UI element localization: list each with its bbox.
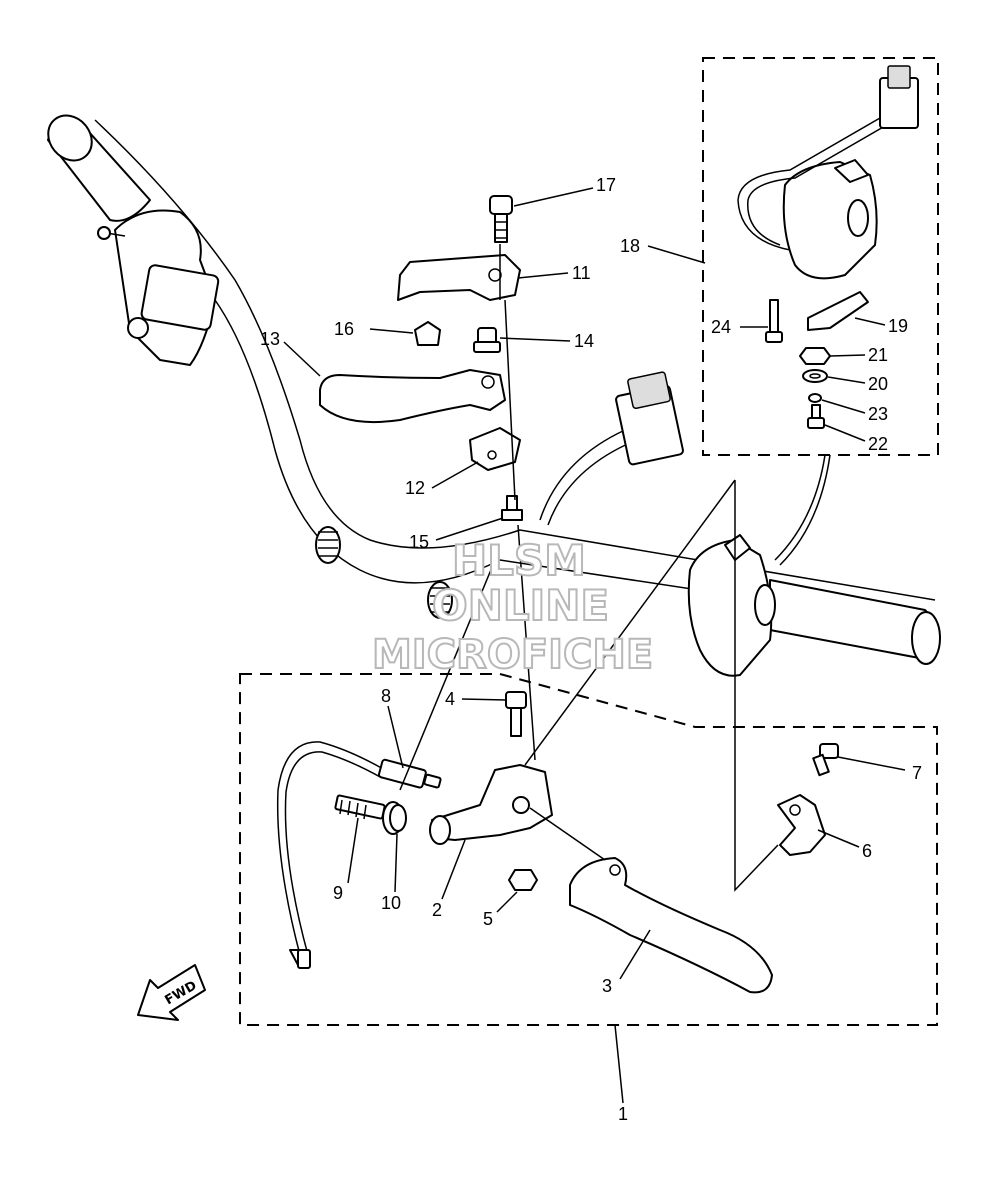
inset-box-1 [239,673,938,1026]
plate-12 [469,427,521,471]
wire-connector-center [539,371,684,526]
clamp-6 [777,794,826,856]
callout-9: 9 [333,883,343,903]
nut-14 [473,327,501,353]
callout-15: 15 [409,532,429,552]
cable-end [289,949,311,969]
switch-18 [737,65,919,280]
assembly-axis [499,244,536,761]
callout-3: 3 [602,976,612,996]
callout-5: 5 [483,909,493,929]
screw-22 [807,404,825,429]
nut-21 [799,347,831,365]
callout-11: 11 [572,263,591,283]
cable-8 [276,741,442,956]
watermark-line-1: HLSM [452,536,586,585]
callout-14: 14 [574,331,594,351]
clamp-11 [397,254,521,301]
callout-8: 8 [381,686,391,706]
bolt-7 [812,743,839,777]
callout-21: 21 [868,345,888,365]
nut-5 [508,869,538,891]
washer-23 [808,393,822,403]
callout-10: 10 [381,893,401,913]
bracket-19 [807,291,869,331]
callout-24: 24 [711,317,731,337]
adjuster-9 [334,794,386,820]
callout-16: 16 [334,319,354,339]
left-grip [47,114,151,222]
washer-20 [802,369,828,383]
lever-pivot-line [529,807,606,861]
callout-12: 12 [405,478,425,498]
right-switch-on-bar [687,534,776,677]
callout-20: 20 [868,374,888,394]
callout-18: 18 [620,236,640,256]
lever-holder-2 [429,764,553,845]
clamp-line [734,480,779,892]
watermark-line-2: ONLINE [432,581,609,630]
switch-wire [774,454,826,561]
callout-7: 7 [912,763,922,783]
screw-15 [501,495,523,521]
cap-16 [414,321,441,346]
cable-line [399,559,496,791]
callout-19: 19 [888,316,908,336]
inset-box-18 [702,57,939,456]
callout-2: 2 [432,900,442,920]
callout-1: 1 [618,1104,628,1124]
bolt-24 [765,299,783,343]
lever-13 [319,369,506,424]
callout-labels: 17 11 14 16 13 12 15 18 24 19 21 20 23 2… [260,175,922,1124]
callout-23: 23 [868,404,888,424]
knurled-section-right [427,581,453,619]
callout-17: 17 [596,175,616,195]
callout-4: 4 [445,689,455,709]
watermark: HLSM ONLINE MICROFICHE [371,535,654,679]
right-grip [769,579,941,665]
bolt-4 [505,691,527,737]
left-lever-housing [97,209,220,366]
callout-6: 6 [862,841,872,861]
callout-13: 13 [260,329,280,349]
fwd-direction-arrow: FWD [137,964,206,1021]
leader-lines [283,187,906,1104]
perch-line [524,479,736,766]
watermark-line-3: MICROFICHE [372,632,653,678]
knurled-section-left [315,526,341,564]
locknut-10 [382,801,407,835]
clutch-lever-3 [569,857,773,994]
callout-22: 22 [868,434,888,454]
bolt-17 [489,195,513,243]
